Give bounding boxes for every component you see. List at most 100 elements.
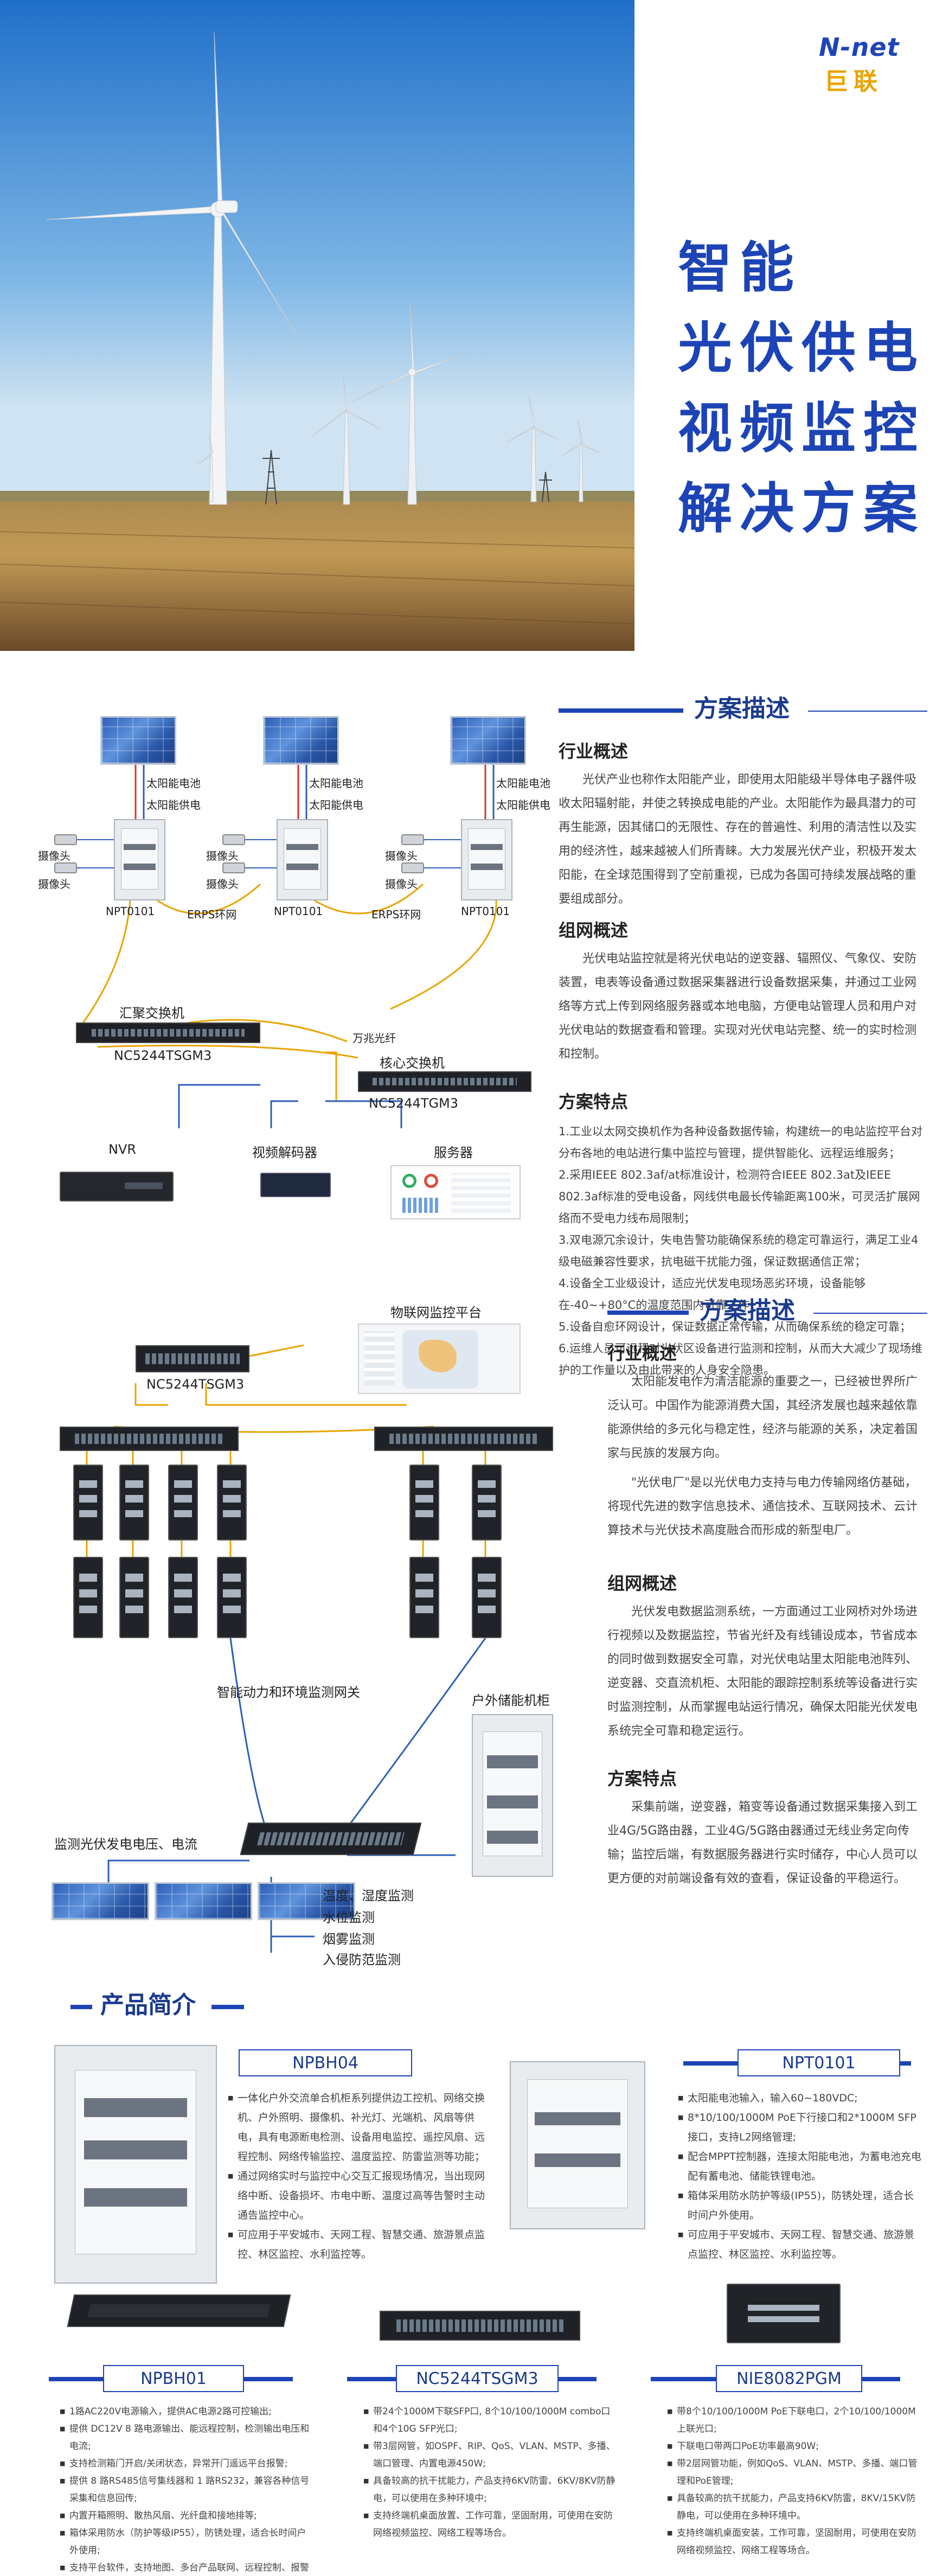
nvr-label: NVR	[108, 1142, 137, 1157]
solar-label: 太阳能供电	[309, 798, 363, 811]
solar-panel	[155, 1882, 252, 1920]
nvr-device	[60, 1172, 174, 1201]
din-switch	[472, 1465, 502, 1541]
hero-title: 智能 光伏供电 视频监控 解决方案	[678, 228, 927, 549]
network-diagram-1: 太阳能电池 太阳能供电 太阳能电池 太阳能供电 太阳能电池 太阳能供电 摄像头 …	[38, 705, 550, 1237]
wind-farm-illustration	[0, 0, 634, 651]
network-text: 光伏电站监控就是将光伏电站的逆变器、辐照仪、气象仪、安防装置，电表等设备通过数据…	[559, 952, 917, 1061]
feature-item: 太阳能电池输入，输入60~180VDC;	[678, 2088, 922, 2108]
feature-item: 8*10/100/1000M PoE下行接口和2*1000M SFP接口，支持L…	[678, 2108, 922, 2147]
product-name: NPT0101	[738, 2049, 900, 2076]
feature-item: 通过网络实时与监控中心交互汇报现场情况，当出现网络中断、设备损坏、市电中断、温度…	[228, 2166, 488, 2225]
hero-title-line: 解决方案	[678, 477, 925, 540]
solar-label: 太阳能供电	[146, 798, 201, 811]
industry-title: 行业概述	[559, 741, 629, 762]
feature-item: 5.设备自愈环网设计，保证数据正常传输，从而确保系统的稳定可靠；	[559, 1320, 912, 1333]
feature-item: 2.采用IEEE 802.3af/at标准设计，检测符合IEEE 802.3at…	[559, 1168, 920, 1225]
feature-item: 3.双电源冗余设计，失电告警功能确保系统的稳定可靠运行，满足工业4级电磁兼容性要…	[559, 1233, 919, 1268]
din-switch	[73, 1465, 103, 1541]
feature-item: 配合MPPT控制器，连接太阳能电池，为蓄电池充电配有蓄电池、储能铁锂电池。	[678, 2147, 922, 2186]
product-name: NC5244TSGM3	[396, 2365, 559, 2392]
feature-item: 支持终端机桌面安装，工作可靠，坚固耐用，可使用在安防网络视频监控、网络工程等场合…	[667, 2524, 922, 2559]
product-name: NIE8082PGM	[716, 2365, 862, 2392]
din-switch	[119, 1465, 149, 1541]
aggregation-model: NC5244TSGM3	[114, 1048, 212, 1063]
solar-label: 太阳能电池	[146, 777, 201, 790]
aggregation-switch	[76, 1022, 260, 1043]
product-features: 1路AC220V电源输入，提供AC电源2路可控输出; 提供 DC12V 8 路电…	[60, 2403, 315, 2576]
feature-item: 带3层网管，如OSPF、RIP、QoS、VLAN、MSTP、多播、端口管理、内置…	[363, 2438, 618, 2472]
hero-title-line: 光伏供电	[678, 316, 925, 380]
feature-item: 具备较高的抗干扰能力，产品支持6KV防雷，8KV/15KV防静电，可以使用在多种…	[667, 2490, 922, 2524]
feature-item: 提供 DC12V 8 路电源输出、能远程控制，检测输出电压和电流;	[60, 2420, 315, 2455]
diagram-1-wiring	[76, 765, 497, 1128]
din-switch	[472, 1557, 502, 1638]
din-switch	[119, 1557, 149, 1638]
industry-text: 光伏产业也称作太阳能产业，即使用太阳能级半导体电子器件吸收太阳辐射能，并使之转换…	[559, 773, 917, 906]
sensor-label: 烟雾监测	[323, 1932, 375, 1947]
solar-panel	[258, 1882, 355, 1920]
core-switch	[358, 1071, 531, 1092]
solar-label: 太阳能电池	[496, 777, 550, 790]
feature-item: 6.运维人员可远程对光伏区设备进行监测和控制，从而大大减少了现场维护的工作量以及…	[559, 1342, 923, 1377]
section-title: 方案描述	[694, 695, 790, 723]
gateway-device	[240, 1823, 422, 1855]
camera-label: 摄像头	[206, 849, 239, 862]
core-model: NC5244TGM3	[369, 1096, 459, 1111]
camera-icon	[54, 834, 77, 845]
products-header: 产品简介	[70, 1985, 249, 2023]
section2-text: 行业概述 太阳能发电作为清洁能源的重要之一，已经被世界所广泛认可。中国作为能源消…	[607, 1340, 927, 1891]
logo-en: N-net	[819, 33, 900, 62]
network-title: 组网概述	[559, 920, 629, 941]
product-name: NPBH04	[239, 2049, 412, 2076]
pv-cabinet	[461, 819, 512, 900]
aggregation-switch-label: 汇聚交换机	[119, 1006, 184, 1021]
din-switch	[217, 1557, 247, 1638]
platform-label: 物联网监控平台	[390, 1305, 482, 1320]
npbh01-image	[67, 2294, 291, 2327]
sensor-label: 入侵防范监测	[323, 1952, 401, 1967]
cabinet-label: NPT0101	[274, 905, 323, 918]
fiber-label: 万兆光纤	[352, 1032, 396, 1045]
camera-icon	[222, 834, 245, 845]
din-switch	[409, 1465, 439, 1541]
product-features: 一体化户外交流单合机柜系列提供边工控机、网络交换机、户外照明、摄像机、补光灯、光…	[228, 2088, 488, 2264]
cabinet-label: NPT0101	[461, 905, 510, 918]
feature-item: 支持终端机桌面放置、工作可靠，坚固耐用，可使用在安防网络视频监控、网络工程等场合…	[363, 2507, 618, 2542]
section-title: 产品简介	[100, 1991, 196, 2019]
core-switch-label: 核心交换机	[380, 1056, 445, 1071]
product-name: NPBH01	[103, 2365, 244, 2392]
network-title: 组网概述	[607, 1573, 677, 1594]
camera-icon	[222, 862, 245, 873]
feature-item: 下联电口带两口PoE功率最高90W;	[667, 2438, 922, 2455]
ring-label: ERPS环网	[371, 908, 421, 921]
section-title: 方案描述	[700, 1297, 795, 1325]
feature-item: 可应用于平安城市、天网工程、智慧交通、旅游景点监控、林区监控、水利监控等。	[228, 2225, 488, 2264]
nie8082pgm-image	[727, 2284, 841, 2343]
din-switch	[168, 1557, 198, 1638]
wind-farm-photo	[0, 0, 634, 651]
npt0101-image	[510, 2061, 645, 2229]
server-label: 服务器	[434, 1145, 473, 1160]
solar-panel	[263, 716, 339, 765]
network-text: 光伏发电数据监测系统，一方面通过工业网桥对外场进行视频以及数据监控，节省光纤及有…	[607, 1605, 918, 1738]
camera-icon	[401, 862, 424, 873]
camera-label: 摄像头	[38, 878, 70, 891]
brand-logo: N-net 巨联	[819, 33, 933, 95]
ring-label: ERPS环网	[187, 908, 237, 921]
feature-item: 1路AC220V电源输入，提供AC电源2路可控输出;	[60, 2403, 315, 2420]
solar-panel	[450, 716, 526, 765]
feature-item: 支持平台软件，支持地图、多台产品联网、远程控制、报警管理、运维、统计分析等功能。	[60, 2559, 315, 2576]
camera-label: 摄像头	[38, 849, 70, 862]
feature-item: 具备较高的抗干扰能力，产品支持6KV防雷、6KV/8KV防静电，可以使用在多种环…	[363, 2472, 618, 2507]
solar-label: 太阳能供电	[496, 798, 550, 811]
din-switch	[73, 1557, 103, 1638]
product-features: 太阳能电池输入，输入60~180VDC; 8*10/100/1000M PoE下…	[678, 2088, 922, 2264]
camera-icon	[54, 862, 77, 873]
features-title: 方案特点	[607, 1768, 677, 1789]
din-switch	[168, 1465, 198, 1541]
top-switch	[136, 1345, 249, 1372]
aggregation-switch	[374, 1427, 553, 1451]
network-diagram-2: NC5244TSGM3 物联网监控平台 智能动力和环境监测网关 户外储能机柜 监…	[43, 1291, 591, 1967]
pv-monitor-label: 监测光伏发电电压、电流	[54, 1837, 197, 1852]
